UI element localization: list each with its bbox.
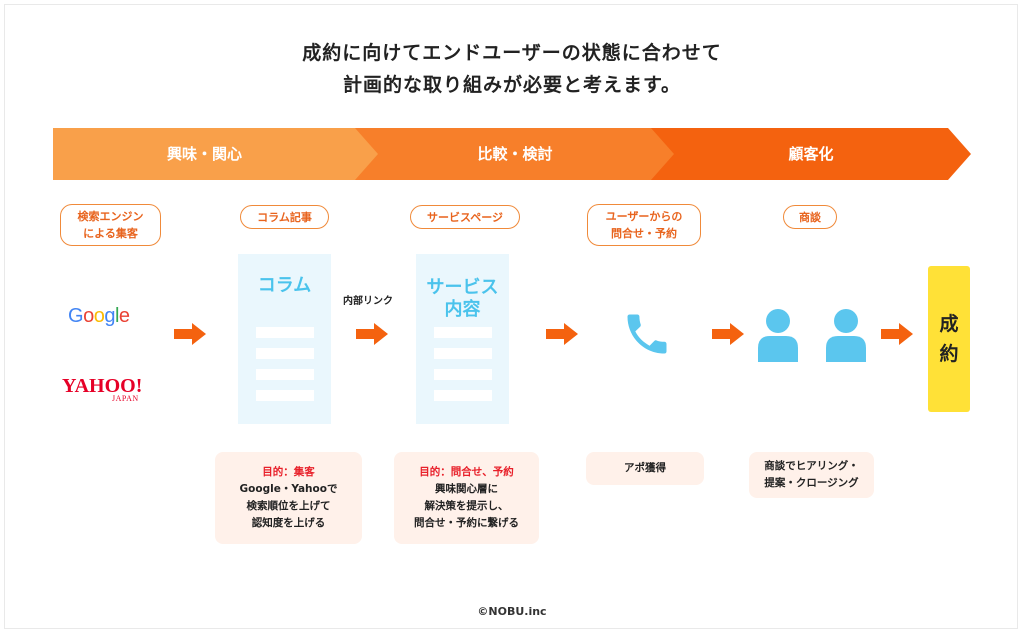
heading-line-1: 成約に向けてエンドユーザーの状態に合わせて xyxy=(302,42,722,64)
goal-box-service: 目的：問合せ、予約 興味関心層に 解決策を提示し、 問合せ・予約に繋げる xyxy=(394,452,539,544)
stage-label-compare: 比較・検討 xyxy=(477,145,553,163)
stage-banner-compare: 比較・検討 xyxy=(355,128,675,180)
step-label-search: 検索エンジン による集客 xyxy=(77,210,144,240)
document-line xyxy=(256,327,314,338)
step-pill-search: 検索エンジン による集客 xyxy=(60,204,161,246)
step-pill-service: サービスページ xyxy=(410,205,520,229)
goal-box-appointment: アポ獲得 xyxy=(586,452,704,485)
service-document-title: サービス 内容 xyxy=(426,277,499,320)
google-logo: Google xyxy=(68,305,130,327)
yahoo-logo-sub: JAPAN xyxy=(112,394,139,403)
copyright: ©NOBU.inc xyxy=(477,605,547,618)
step-pill-meeting: 商談 xyxy=(783,205,837,229)
goal-box-meeting: 商談でヒアリング・ 提案・クロージング xyxy=(749,452,874,498)
goal-body: アポ獲得 xyxy=(624,462,666,474)
stage-label-interest: 興味・関心 xyxy=(166,145,242,163)
document-line xyxy=(434,348,492,359)
document-line xyxy=(434,327,492,338)
flow-arrow-icon xyxy=(546,323,578,345)
goal-box-column: 目的：集客 Google・Yahooで 検索順位を上げて 認知度を上げる xyxy=(215,452,362,544)
stage-shape-interest xyxy=(53,128,379,180)
flow-arrow-icon xyxy=(174,323,206,345)
person-icon xyxy=(758,309,798,362)
document-line xyxy=(434,390,492,401)
document-line xyxy=(256,348,314,359)
service-document: サービス 内容 xyxy=(416,254,509,424)
flow-arrow-icon xyxy=(881,323,913,345)
column-document-title: コラム xyxy=(257,275,312,296)
yahoo-logo: YAHOO! xyxy=(62,375,143,397)
goal-head: 目的：問合せ、予約 xyxy=(419,466,514,478)
result-box: 成 約 xyxy=(928,266,970,412)
goal-body: Google・Yahooで 検索順位を上げて 認知度を上げる xyxy=(239,483,338,529)
step-pill-column: コラム記事 xyxy=(240,205,329,229)
stage-label-customer: 顧客化 xyxy=(788,145,834,163)
goal-body: 興味関心層に 解決策を提示し、 問合せ・予約に繋げる xyxy=(414,483,519,529)
step-pill-inquiry: ユーザーからの 問合せ・予約 xyxy=(587,204,701,246)
step-label-inquiry: ユーザーからの 問合せ・予約 xyxy=(605,210,683,240)
stage-shape-compare xyxy=(355,128,675,180)
flow-arrow-icon xyxy=(712,323,744,345)
column-document: コラム xyxy=(238,254,331,424)
heading-line-2: 計画的な取り組みが必要と考えます。 xyxy=(342,74,682,96)
stage-banner-customer: 顧客化 xyxy=(651,128,971,180)
document-line xyxy=(256,390,314,401)
stage-shape-customer xyxy=(651,128,971,180)
stage-banner-interest: 興味・関心 xyxy=(53,128,379,180)
flow-arrow-icon xyxy=(356,323,388,345)
internal-link-label: 内部リンク xyxy=(343,296,393,307)
person-icon xyxy=(826,309,866,362)
document-line xyxy=(434,369,492,380)
document-line xyxy=(256,369,314,380)
phone-icon xyxy=(627,314,667,354)
step-label-service: サービスページ xyxy=(426,210,503,224)
step-label-column: コラム記事 xyxy=(257,210,312,224)
goal-body: 商談でヒアリング・ 提案・クロージング xyxy=(764,460,859,489)
goal-head: 目的：集客 xyxy=(262,466,315,478)
page-frame xyxy=(4,4,1018,629)
step-label-meeting: 商談 xyxy=(799,210,821,224)
